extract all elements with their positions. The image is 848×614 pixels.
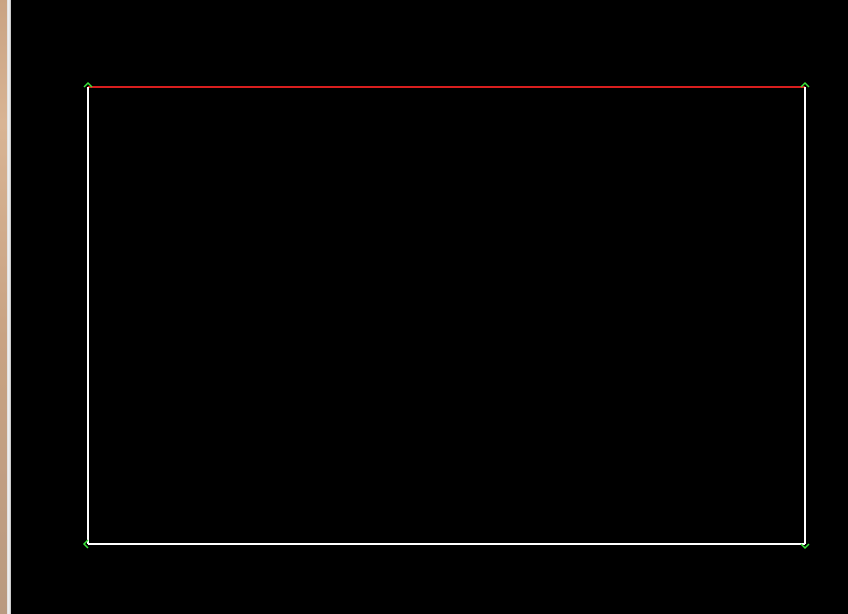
- canvas-svg[interactable]: [11, 0, 848, 614]
- vertex-handle-top-left[interactable]: [83, 81, 93, 88]
- adjacent-window-edge: [0, 0, 7, 614]
- vertex-handle-bottom-right[interactable]: [800, 543, 810, 550]
- vertex-handle-bottom-left[interactable]: [82, 539, 89, 549]
- window-border: [7, 0, 11, 614]
- vertex-handle-top-right[interactable]: [800, 81, 810, 88]
- drawing-canvas[interactable]: [11, 0, 848, 614]
